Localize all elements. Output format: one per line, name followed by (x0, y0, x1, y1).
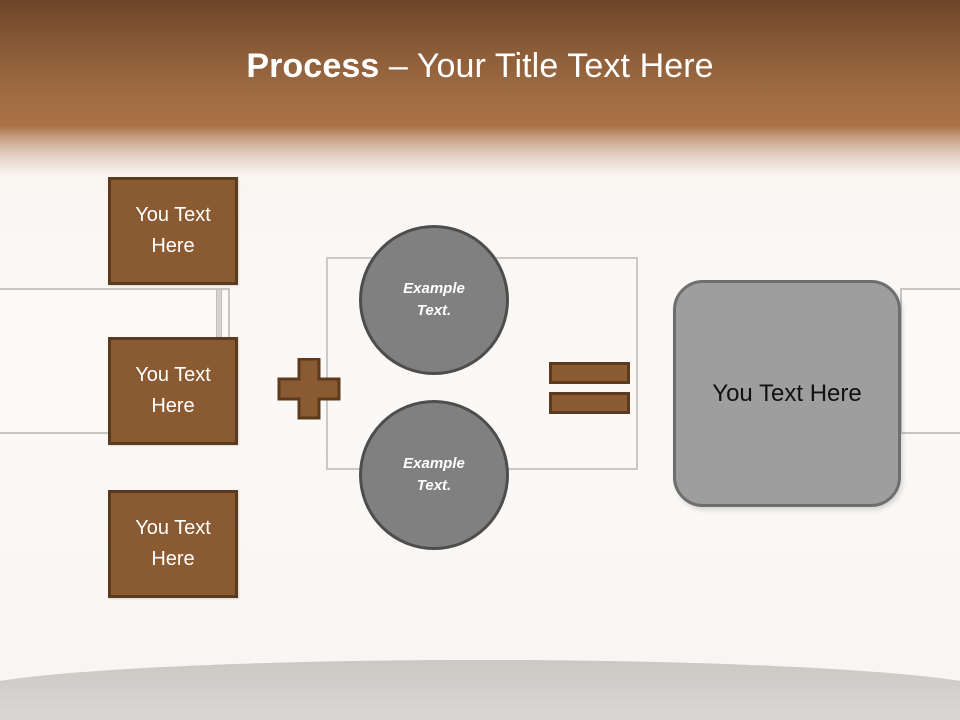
input-box-3-label: You Text Here (135, 517, 211, 570)
equals-icon (549, 362, 630, 414)
equals-bar-top (549, 362, 630, 384)
page-title-rest: – Your Title Text Here (379, 47, 714, 85)
plus-icon (277, 357, 341, 420)
page-title: Process – Your Title Text Here (0, 44, 960, 88)
input-box-2-label: You Text Here (135, 364, 211, 417)
equals-bar-bottom (549, 392, 630, 414)
example-circle-1-line1: Example (403, 280, 465, 297)
example-circle-2-line1: Example (403, 455, 465, 472)
result-frame-rectangle (900, 288, 960, 434)
input-box-1-label: You Text Here (135, 204, 211, 257)
example-circle-1[interactable]: Example Text. (359, 225, 509, 375)
example-circle-1-line2: Text. (416, 302, 452, 319)
example-circle-2[interactable]: Example Text. (359, 400, 509, 550)
input-box-3[interactable]: You Text Here (108, 490, 238, 598)
result-box-label: You Text Here (712, 379, 862, 407)
result-box[interactable]: You Text Here (673, 280, 901, 507)
connector-line (216, 290, 222, 340)
header-fade (0, 126, 960, 174)
example-circle-2-line2: Text. (416, 477, 452, 494)
input-box-1[interactable]: You Text Here (108, 177, 238, 285)
header-band (0, 0, 960, 126)
page-title-strong: Process (246, 47, 380, 85)
input-box-2[interactable]: You Text Here (108, 337, 238, 445)
floor-shade (0, 660, 960, 720)
